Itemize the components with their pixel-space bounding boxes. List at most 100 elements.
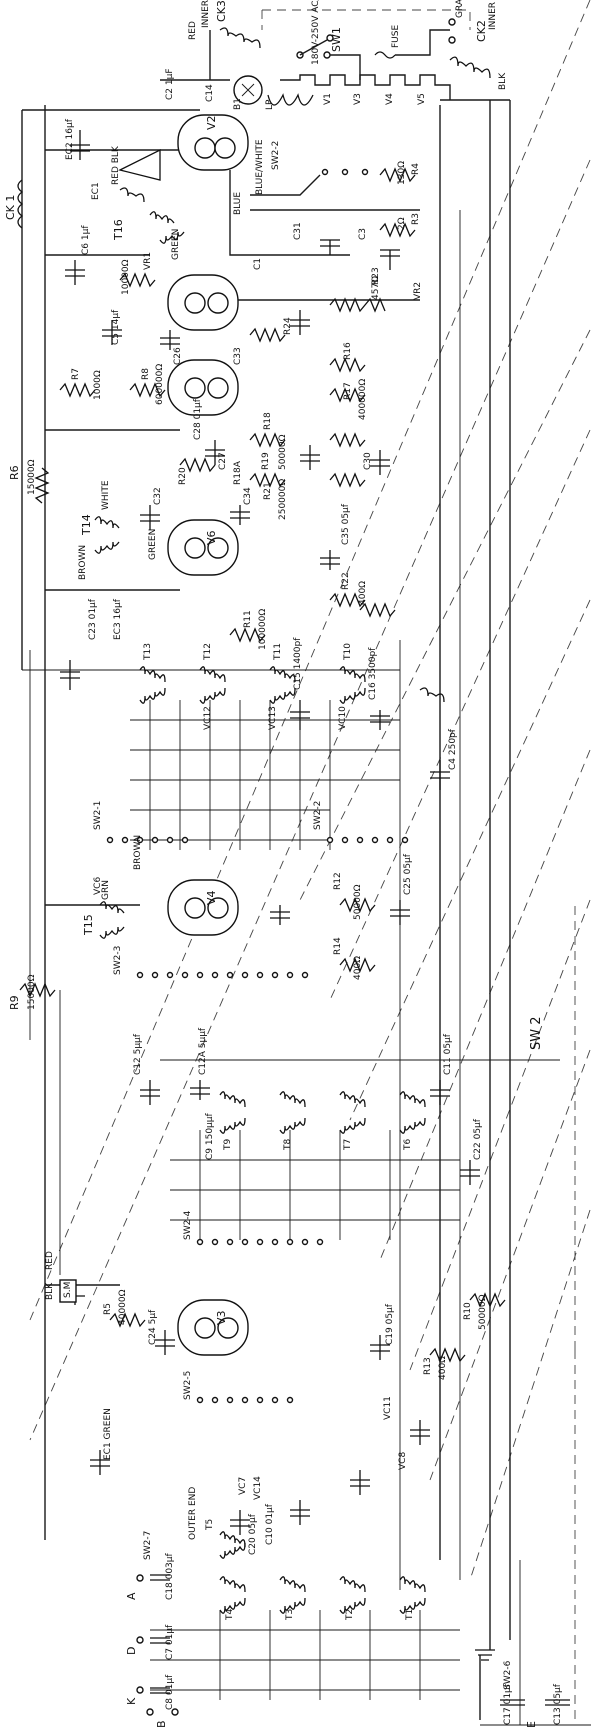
label-blk-sm: BLK	[45, 1282, 55, 1300]
label-e: E	[525, 1721, 538, 1728]
label-c30: C30	[363, 452, 373, 470]
tube-mixer	[59, 1279, 506, 1363]
label-fuse: FUSE	[391, 25, 401, 48]
label-c20: C20 05µf	[248, 1513, 258, 1555]
label-v1: V1	[323, 93, 333, 105]
label-ec2: EC2 16µf	[65, 118, 75, 160]
label-c15: C15 1400pf	[293, 637, 303, 690]
label-t12: T12	[203, 643, 213, 661]
label-t15: T15	[82, 914, 95, 936]
label-brown: BROWN	[78, 545, 88, 580]
wafer-switch-row-3	[196, 1238, 324, 1246]
label-t11: T11	[273, 643, 283, 661]
label-t13: T13	[143, 643, 153, 661]
label-r20: R20	[178, 467, 188, 485]
label-vc6: VC6	[93, 877, 103, 895]
label-vc8: VC8	[398, 1452, 408, 1470]
label-blue-white: BLUE/WHITE	[255, 139, 265, 195]
label-c31: C31	[293, 222, 303, 240]
label-b: B	[155, 1720, 168, 1728]
label-gram-motor: GRAM MOTOR	[455, 0, 465, 18]
label-r13: R13	[423, 1357, 433, 1375]
label-r6-val: 15000Ω	[27, 459, 37, 495]
label-sw2-2b: SW2-2	[313, 801, 323, 830]
label-r19-val: 50000Ω	[278, 434, 288, 470]
label-vr2: VR2	[413, 282, 423, 300]
label-r21-val: 250000Ω	[278, 479, 288, 520]
label-c10: C10 01µf	[265, 1503, 275, 1545]
label-c24: C24 5µf	[148, 1309, 158, 1345]
label-sw2-7: SW2-7	[143, 1531, 153, 1560]
label-r23-val: 457Ω	[371, 276, 381, 300]
label-green-mid: GREEN	[148, 529, 158, 560]
label-outer-end: OUTER END	[188, 1487, 198, 1540]
label-c28: C28 01µf	[193, 398, 203, 440]
label-c16: C16 3500pf	[368, 647, 378, 700]
label-v5: V5	[417, 93, 427, 105]
label-ec1-top: EC1	[91, 182, 101, 200]
lamp-lp-symbol	[267, 93, 314, 106]
wafer-switch-row-2	[136, 971, 309, 979]
label-r8-val: 600000Ω	[155, 364, 165, 405]
label-r7-val: 1000Ω	[93, 370, 103, 400]
mains-section	[160, 18, 510, 106]
osc-coils	[140, 1080, 480, 1240]
label-t5: T5	[205, 1519, 215, 1531]
label-sw1-rating: 180V-250V AC/DC	[311, 0, 321, 65]
label-v3b: V3	[215, 1310, 228, 1325]
label-c33: C33	[233, 347, 243, 365]
label-c26: C26	[173, 347, 183, 365]
label-c18: C18 003µf	[165, 1552, 175, 1600]
label-b1: B1	[233, 98, 243, 110]
label-r8: R8	[141, 368, 151, 380]
label-c19: C19 05µf	[385, 1303, 395, 1345]
ground-icon	[475, 1649, 495, 1661]
label-c7: C7 01µf	[165, 1624, 175, 1660]
label-c14: C14	[205, 84, 215, 102]
label-vc13: VC13	[268, 706, 278, 730]
choke-ck1	[17, 130, 90, 229]
label-t1: T1	[405, 1609, 415, 1621]
label-sw2-5: SW2-5	[183, 1371, 193, 1400]
tube-audio-out	[65, 260, 420, 343]
label-v6: V6	[205, 530, 218, 545]
label-c9: C9 150µµf	[205, 1112, 215, 1160]
label-vc10: VC10	[338, 706, 348, 730]
antenna-terminals	[136, 1574, 570, 1720]
label-t7: T7	[343, 1139, 353, 1151]
label-c2: C2 1µF	[165, 69, 175, 101]
label-sm: S.M	[63, 1282, 73, 1298]
label-t10: T10	[343, 643, 353, 661]
label-c6: C6 1µf	[81, 225, 91, 255]
label-vr1: VR1	[143, 252, 153, 270]
label-r7: R7	[71, 368, 81, 380]
label-c13: C13 05µf	[553, 1683, 563, 1725]
label-c25: C25 05µf	[403, 853, 413, 895]
label-v3: V3	[353, 93, 363, 105]
label-sw2-4: SW2-4	[183, 1210, 193, 1240]
label-t16: T16	[112, 219, 125, 241]
label-r4-val: 130Ω	[397, 161, 407, 185]
label-c32: C32	[153, 487, 163, 505]
label-t9: T9	[223, 1139, 233, 1151]
wafer-switch-row-1	[106, 836, 409, 844]
label-t2: T2	[345, 1609, 355, 1621]
label-t6: T6	[403, 1139, 413, 1151]
label-d: D	[125, 1647, 138, 1655]
label-ck2: CK2	[475, 20, 488, 42]
label-t4: T4	[225, 1609, 235, 1621]
label-r24: R24	[283, 317, 293, 335]
label-r23: R23	[371, 267, 381, 285]
label-white: WHITE	[101, 480, 111, 510]
component-labels: CK 1 CK3 CK2 INNER INNER RED BLK SW1 180…	[4, 0, 563, 1728]
label-r12: R12	[333, 872, 343, 890]
wafer-switch-row-4	[196, 1396, 294, 1404]
label-ec3: EC3 16µf	[113, 598, 123, 640]
label-c11: C11 05µf	[443, 1033, 453, 1075]
speaker-icon	[118, 148, 161, 181]
label-r3-val: 2Ω	[397, 217, 407, 230]
label-t8: T8	[283, 1139, 293, 1151]
label-vc7: VC7	[238, 1477, 248, 1495]
label-r3: R3	[411, 213, 421, 225]
